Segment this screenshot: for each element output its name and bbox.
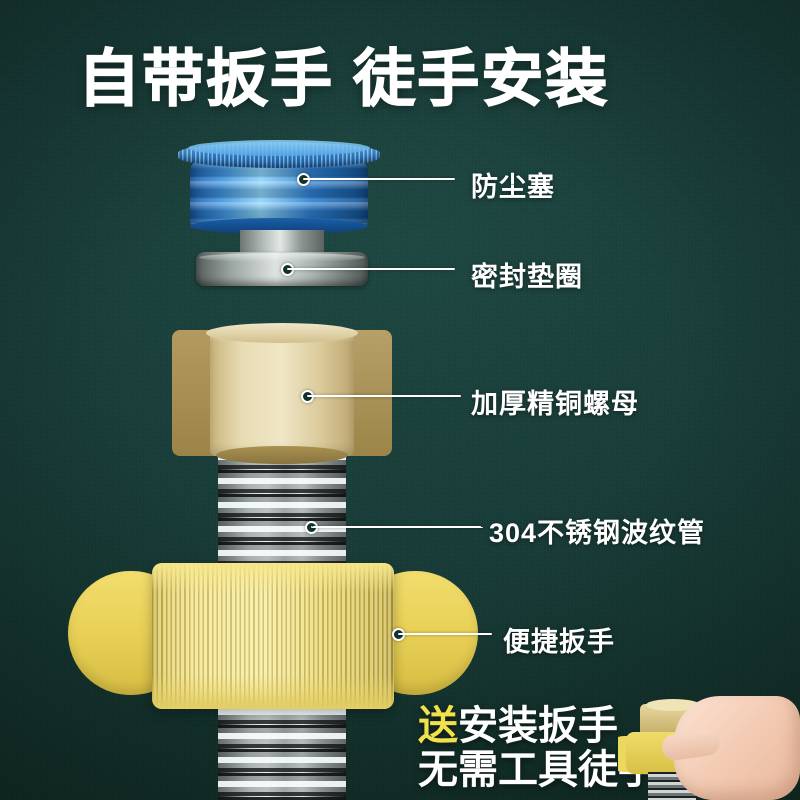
leader-stroke	[307, 395, 461, 398]
wrench-ribbed-band	[152, 563, 394, 709]
leader-stroke	[303, 178, 455, 181]
hose-texture	[218, 445, 346, 575]
hand-demo-photo	[618, 688, 800, 800]
leader-line-steel-hose	[305, 521, 483, 534]
brass-hex-nut-part	[172, 323, 392, 464]
leader-stroke	[287, 268, 455, 271]
dust-plug-cap-top	[188, 140, 370, 156]
leader-line-brass-nut	[301, 390, 461, 403]
callout-steel-hose: 304不锈钢波纹管	[489, 518, 706, 548]
leader-line-gasket	[281, 263, 455, 276]
sealing-gasket-part	[196, 230, 368, 288]
hose-texture	[218, 700, 346, 800]
leader-line-dust-plug	[297, 173, 455, 186]
dust-plug-body	[190, 160, 368, 234]
corrugated-hose-lower	[218, 700, 346, 800]
promo-line-1: 送安装扳手	[418, 704, 698, 748]
callout-gasket: 密封垫圈	[471, 262, 583, 292]
promo-highlight-word: 送	[418, 704, 458, 748]
leader-line-wrench	[392, 628, 492, 641]
nut-bottom-edge	[216, 446, 348, 464]
dust-plug-part	[178, 140, 380, 234]
nut-top-edge	[206, 323, 358, 343]
promo-line1-rest: 安装扳手	[458, 704, 618, 748]
callout-dust-plug: 防尘塞	[471, 172, 555, 202]
leader-stroke-dashed	[311, 526, 483, 528]
callout-brass-nut: 加厚精铜螺母	[471, 389, 639, 419]
leader-stroke	[398, 633, 492, 636]
callout-wrench: 便捷扳手	[503, 627, 615, 657]
corrugated-hose-upper	[218, 445, 346, 575]
page-title: 自带扳手 徒手安装	[77, 44, 610, 114]
